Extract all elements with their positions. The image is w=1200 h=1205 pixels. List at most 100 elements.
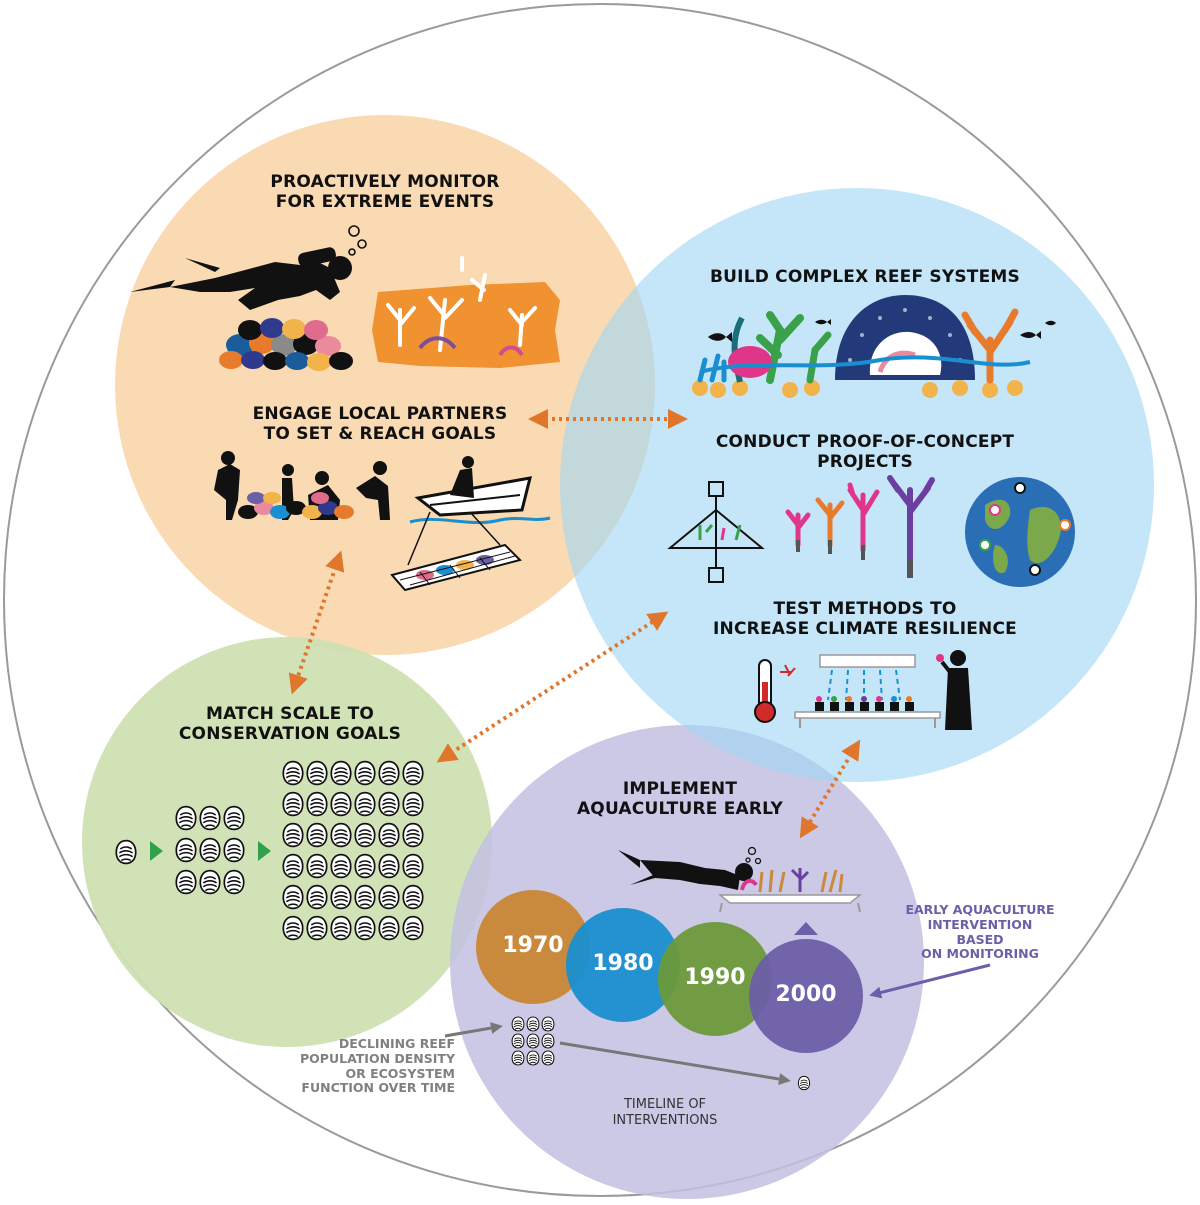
oyster-shell-icon <box>306 915 328 941</box>
oyster-shell-icon <box>378 853 400 879</box>
oyster-shell-icon <box>306 853 328 879</box>
oyster-shell-icon <box>330 760 352 786</box>
year-label-1980: 1980 <box>592 951 654 976</box>
oyster-shell-icon <box>282 822 304 848</box>
reef-circle <box>560 188 1154 782</box>
oyster-shell-icon <box>354 915 376 941</box>
oyster-shell-icon <box>797 1075 811 1091</box>
oyster-shell-icon <box>526 1033 540 1049</box>
declining-reef-note: DECLINING REEF POPULATION DENSITY OR ECO… <box>300 1036 455 1096</box>
complex-reef-illustration <box>692 295 1031 398</box>
build-title: BUILD COMPLEX REEF SYSTEMS <box>710 267 1020 287</box>
timeline-marker-triangle <box>794 922 818 935</box>
oyster-shell-icon <box>402 853 424 879</box>
oyster-shell-icon <box>282 853 304 879</box>
partner-oyster-pile <box>238 492 354 519</box>
oyster-shell-icon <box>378 760 400 786</box>
climate-test-tank <box>794 654 941 728</box>
oyster-shell-icon <box>306 884 328 910</box>
bubble-icons <box>348 225 367 256</box>
year-label-1970: 1970 <box>502 933 564 958</box>
oyster-shell-icon <box>402 760 424 786</box>
oyster-shell-icon <box>330 915 352 941</box>
aquaculture-diver-icon <box>618 850 753 890</box>
oyster-shell-icon <box>378 822 400 848</box>
oyster-shell-icon <box>175 805 197 831</box>
decline-trend-arrow <box>559 1041 791 1085</box>
thermometer-icon <box>754 659 796 723</box>
suspended-frame-icon <box>667 481 765 583</box>
oyster-shell-icon <box>282 791 304 817</box>
connector-arrows <box>288 409 861 839</box>
oyster-shell-icon <box>378 884 400 910</box>
oyster-shell-icon <box>511 1050 525 1066</box>
oyster-shell-icon <box>526 1050 540 1066</box>
oyster-shell-icon <box>354 884 376 910</box>
year-circle-2000 <box>749 939 863 1053</box>
oyster-shell-icon <box>402 915 424 941</box>
oyster-shell-icon <box>354 760 376 786</box>
oyster-shell-icon <box>354 822 376 848</box>
oyster-shell-icon <box>511 1033 525 1049</box>
oyster-shell-icon <box>199 805 221 831</box>
oyster-shell-icon <box>282 915 304 941</box>
aquaculture-bubbles <box>745 846 762 865</box>
oyster-shell-icon <box>115 839 137 865</box>
declining-note-arrow <box>444 1022 503 1038</box>
globe-icon <box>965 477 1075 587</box>
early-aquaculture-note: EARLY AQUACULTURE INTERVENTION BASED ON … <box>905 902 1055 962</box>
oyster-cage-icon <box>390 511 522 592</box>
oyster-shell-icon <box>306 791 328 817</box>
aquaculture-table <box>717 868 863 913</box>
oyster-shell-icon <box>541 1016 555 1032</box>
oyster-shell-icon <box>199 837 221 863</box>
year-label-2000: 2000 <box>775 982 837 1007</box>
year-label-1990: 1990 <box>684 965 746 990</box>
oyster-shell-icon <box>378 915 400 941</box>
oyster-shell-icon <box>175 869 197 895</box>
year-circle-1990 <box>658 922 772 1036</box>
early-note-arrow <box>869 963 991 999</box>
oyster-shell-icon <box>526 1016 540 1032</box>
timeline-circles <box>476 890 863 1053</box>
oyster-shell-icon <box>402 884 424 910</box>
oyster-shell-icon <box>402 822 424 848</box>
coral-stakes <box>796 540 913 578</box>
oyster-shell-icon <box>199 869 221 895</box>
oyster-shell-icon <box>511 1016 525 1032</box>
fish-icon <box>708 319 1056 342</box>
scuba-diver-icon <box>130 247 352 310</box>
oyster-shell-icon <box>306 760 328 786</box>
oyster-shell-icon <box>402 791 424 817</box>
oyster-shell-icon <box>541 1033 555 1049</box>
oyster-shell-icon <box>330 884 352 910</box>
oyster-shell-icon <box>378 791 400 817</box>
year-circle-1980 <box>566 908 680 1022</box>
connector-partners-scale <box>288 550 345 695</box>
connector-scale-test <box>436 611 669 763</box>
oyster-shell-icon <box>330 822 352 848</box>
oyster-shell-icon <box>223 837 245 863</box>
oyster-shell-icon <box>330 791 352 817</box>
oyster-shell-icon <box>306 822 328 848</box>
rowboat-icon <box>409 456 551 525</box>
oyster-shell-icon <box>282 884 304 910</box>
scale-arrow-2 <box>258 841 271 861</box>
connector-test-aquaculture <box>799 739 861 839</box>
oyster-bed-left <box>219 318 353 371</box>
oyster-shell-icon <box>175 837 197 863</box>
scientist-icon <box>936 650 972 730</box>
year-circle-1970 <box>476 890 590 1004</box>
scale-arrow-1 <box>150 841 163 861</box>
oyster-shell-icon <box>354 791 376 817</box>
oyster-shell-icon <box>223 805 245 831</box>
oyster-shell-icon <box>541 1050 555 1066</box>
oyster-shell-icon <box>330 853 352 879</box>
